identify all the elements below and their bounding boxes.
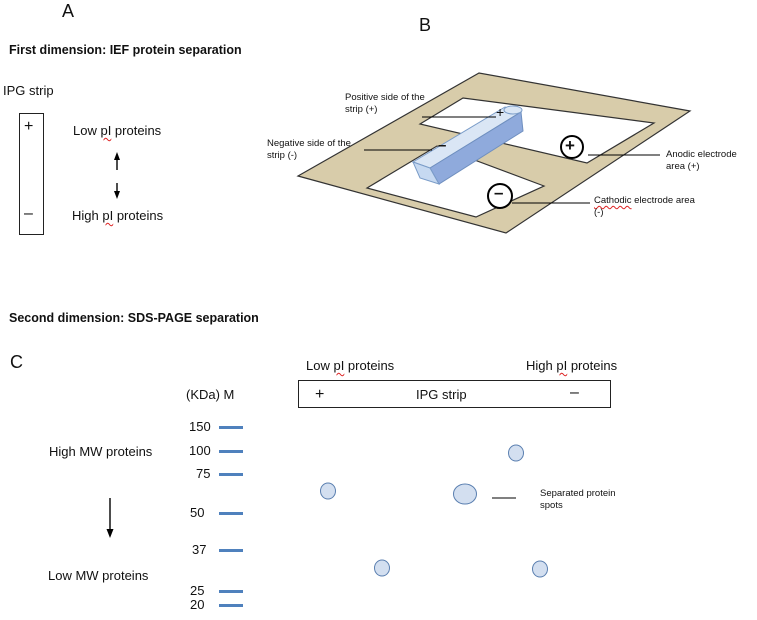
- marker-band-20: [219, 604, 243, 607]
- negative-side-label: Negative side of the strip (-): [267, 138, 351, 161]
- cathode-minus-icon: –: [494, 183, 504, 202]
- c-high-pi-label: High pI proteins: [526, 358, 617, 373]
- c-high-pi-suffix: proteins: [567, 358, 618, 373]
- ipg-strip-vertical: [19, 113, 44, 235]
- marker-label-75: 75: [196, 466, 211, 481]
- c-strip-label: IPG strip: [416, 387, 467, 402]
- strip-negative-end-sign: –: [438, 137, 447, 154]
- marker-header: (KDa) M: [186, 387, 235, 402]
- marker-label-100: 100: [189, 443, 211, 458]
- high-pi-suffix: proteins: [113, 208, 164, 223]
- ipg-strip-3d: [411, 105, 524, 185]
- cathodic-suffix: electrode area (-): [594, 195, 695, 218]
- cathodic-area-label: Cathodic electrode area (-): [594, 195, 698, 219]
- high-pi-proteins-label: High pI proteins: [72, 208, 163, 223]
- marker-band-75: [219, 473, 243, 476]
- protein-spot: [374, 559, 390, 577]
- protein-spot: [453, 483, 477, 505]
- c-strip-plus: +: [315, 386, 325, 403]
- panel-a-letter: A: [62, 1, 75, 21]
- separated-spots-label: Separated protein spots: [540, 488, 616, 511]
- marker-band-100: [219, 450, 243, 453]
- panel-c-letter: C: [10, 352, 23, 372]
- positive-side-label: Positive side of the strip (+): [345, 92, 425, 115]
- low-pi-proteins-label: Low pI proteins: [73, 123, 161, 138]
- ipg-strip-horizontal: [298, 380, 611, 408]
- mw-marker-ladder: [219, 426, 243, 607]
- protein-spot: [320, 482, 336, 500]
- strip-minus-sign: –: [24, 205, 33, 222]
- protein-spots: [320, 444, 548, 578]
- marker-band-50: [219, 512, 243, 515]
- marker-label-150: 150: [189, 419, 211, 434]
- marker-label-50: 50: [190, 505, 205, 520]
- anode-plus-icon: +: [565, 136, 575, 155]
- c-high-pi-term: pI: [556, 358, 568, 373]
- low-mw-label: Low MW proteins: [48, 568, 149, 583]
- low-pi-term: pI: [100, 123, 112, 138]
- marker-band-37: [219, 549, 243, 552]
- marker-label-25: 25: [190, 583, 205, 598]
- cathode-circle: [487, 183, 513, 209]
- c-low-pi-suffix: proteins: [344, 358, 395, 373]
- anodic-area-label: Anodic electrode area (+): [666, 149, 737, 172]
- cathodic-term: Cathodic: [594, 195, 632, 206]
- low-pi-prefix: Low: [73, 123, 101, 138]
- mw-down-arrow: [106, 498, 114, 538]
- marker-band-25: [219, 590, 243, 593]
- c-high-pi-prefix: High: [526, 358, 557, 373]
- high-mw-label: High MW proteins: [49, 444, 153, 459]
- low-pi-suffix: proteins: [111, 123, 162, 138]
- electrode-frame: [296, 72, 692, 234]
- panel-a-heading: First dimension: IEF protein separation: [9, 43, 242, 57]
- strip-plus-sign: +: [24, 118, 34, 135]
- c-strip-minus: –: [570, 384, 579, 401]
- high-pi-prefix: High: [72, 208, 103, 223]
- marker-band-150: [219, 426, 243, 429]
- marker-label-20: 20: [190, 597, 205, 612]
- c-low-pi-prefix: Low: [306, 358, 334, 373]
- panel-b-letter: B: [419, 15, 432, 35]
- c-low-pi-term: pI: [333, 358, 345, 373]
- high-pi-term: pI: [102, 208, 114, 223]
- protein-spot: [508, 444, 524, 462]
- ipg-strip-label: IPG strip: [3, 83, 54, 98]
- marker-label-37: 37: [192, 542, 207, 557]
- strip-positive-end-sign: +: [496, 104, 505, 120]
- panel-c-heading: Second dimension: SDS-PAGE separation: [9, 311, 259, 325]
- anode-circle: [560, 135, 584, 159]
- protein-spot: [532, 560, 548, 578]
- c-low-pi-label: Low pI proteins: [306, 358, 394, 373]
- pi-double-arrow: [114, 152, 120, 199]
